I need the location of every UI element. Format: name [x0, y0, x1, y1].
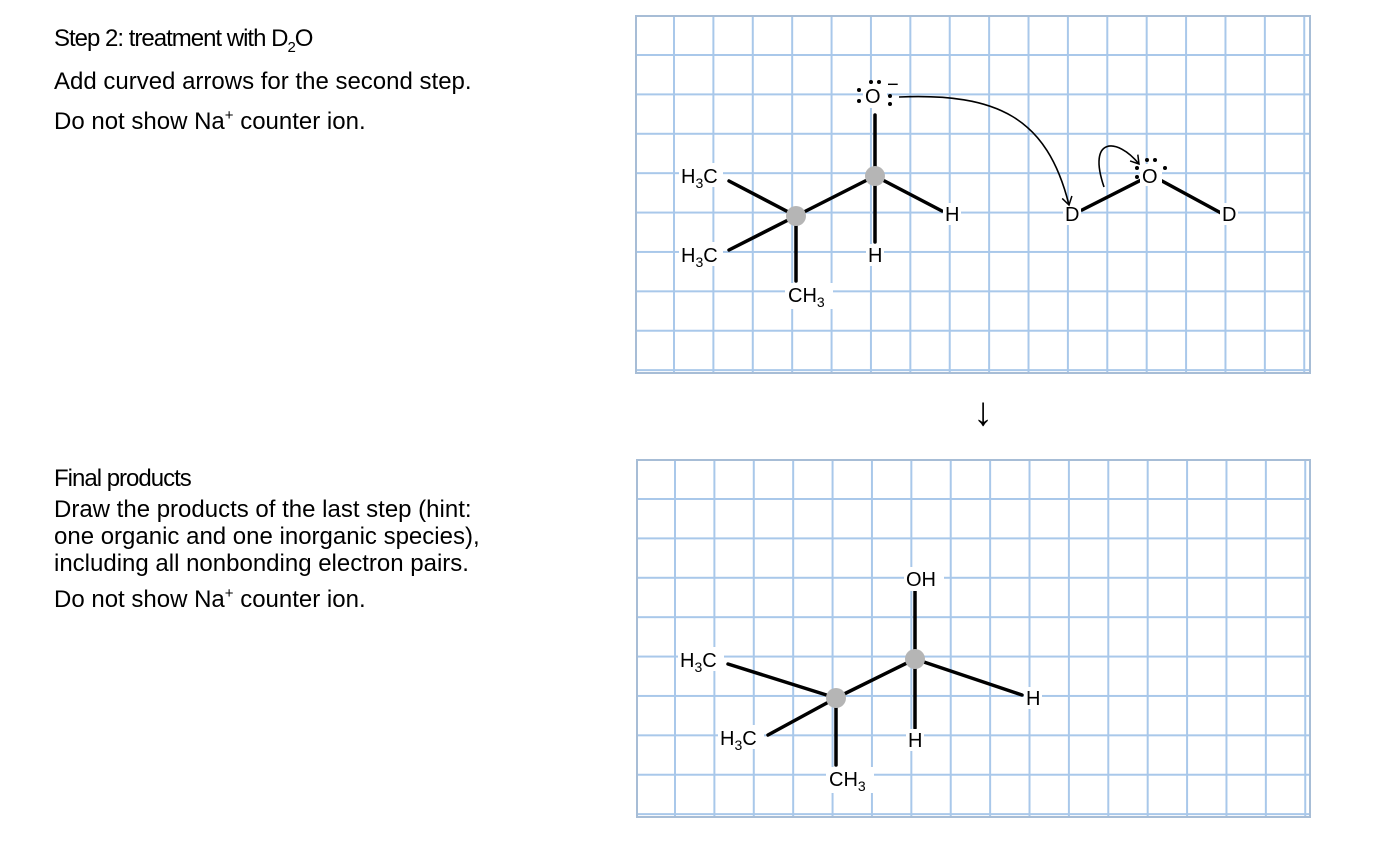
step2-title: Step 2: treatment with D2O: [54, 25, 313, 56]
bond-ch3-lower[interactable]: [727, 214, 798, 252]
water-lone-pairs: [1135, 158, 1167, 179]
label-ch3[interactable]: CH3: [826, 767, 874, 794]
label-h-down[interactable]: H: [866, 244, 884, 267]
svg-text:H: H: [868, 245, 882, 267]
bond-ch3-upper[interactable]: [726, 662, 838, 700]
bond-ch3-upper[interactable]: [727, 179, 798, 218]
label-h3c-upper[interactable]: H3C: [679, 163, 723, 191]
label-h3c-lower[interactable]: H3C: [679, 242, 723, 270]
bond-c-c[interactable]: [794, 174, 877, 218]
bond-c-h-right[interactable]: [913, 657, 1024, 697]
final-molecules: H3C H3C CH3 OH H H: [678, 567, 1042, 794]
reaction-arrow: ↓: [973, 390, 993, 434]
step2-bonds: [727, 113, 1223, 283]
label-h-down[interactable]: H: [906, 729, 924, 752]
svg-text:D: D: [1222, 204, 1236, 226]
label-oh[interactable]: OH: [904, 567, 944, 591]
svg-text:H3C: H3C: [681, 166, 718, 191]
svg-text:H: H: [908, 730, 922, 752]
alkoxide-lone-pairs: [857, 80, 892, 106]
final-text: Final products Draw the products of the …: [54, 462, 480, 617]
label-alkoxide-oxygen[interactable]: O −: [857, 74, 899, 108]
final-bonds: [726, 589, 1024, 767]
svg-text:H: H: [1026, 688, 1040, 710]
step2-instruction: Add curved arrows for the second step.: [54, 67, 472, 95]
quaternary-carbon-marker[interactable]: [786, 206, 806, 226]
label-ch3[interactable]: CH3: [785, 283, 833, 310]
final-products-canvas[interactable]: H3C H3C CH3 OH H H: [636, 459, 1311, 818]
svg-text:O: O: [865, 86, 881, 108]
svg-text:H3C: H3C: [680, 650, 717, 675]
svg-text:H: H: [945, 204, 959, 226]
label-h3c-upper[interactable]: H3C: [678, 647, 724, 675]
final-title: Final products: [54, 465, 192, 492]
svg-text:H3C: H3C: [720, 728, 757, 753]
final-line-3: including all nonbonding electron pairs.: [54, 550, 469, 577]
bond-ch3-lower[interactable]: [766, 696, 838, 737]
carbinol-carbon-marker[interactable]: [905, 649, 925, 669]
bond-c-h-right[interactable]: [873, 174, 944, 213]
label-h-right[interactable]: H: [1024, 687, 1042, 710]
svg-text:D: D: [1065, 204, 1079, 226]
bond-o-d[interactable]: [1149, 173, 1223, 215]
step2-text: Step 2: treatment with D2O Add curved ar…: [54, 22, 472, 139]
final-line-1: Draw the products of the last step (hint…: [54, 496, 472, 523]
bond-c-c[interactable]: [834, 657, 917, 700]
curved-arrow-oxygen-to-deuterium[interactable]: [898, 95, 1073, 207]
step2-note: Do not show Na+ counter ion.: [54, 106, 366, 135]
label-d-right[interactable]: D: [1220, 203, 1238, 226]
label-h3c-lower[interactable]: H3C: [718, 725, 764, 753]
svg-text:H3C: H3C: [681, 245, 718, 270]
final-line-2: one organic and one inorganic species),: [54, 523, 480, 550]
final-note: Do not show Na+ counter ion.: [54, 585, 366, 613]
quaternary-carbon-marker[interactable]: [826, 688, 846, 708]
step2-drawing-canvas[interactable]: H3C H3C CH3 H H O −: [635, 15, 1311, 374]
label-d-left[interactable]: D: [1063, 203, 1081, 226]
svg-text:O: O: [1142, 166, 1158, 188]
svg-text:OH: OH: [906, 569, 936, 591]
label-water-oxygen[interactable]: O: [1135, 158, 1167, 188]
curved-arrow-bond-to-oxygen[interactable]: [1098, 145, 1140, 188]
svg-text:CH3: CH3: [788, 285, 825, 310]
bond-d-o[interactable]: [1080, 173, 1153, 212]
label-h-right[interactable]: H: [943, 203, 961, 226]
negative-charge: −: [887, 74, 899, 96]
alkoxide-carbon-marker[interactable]: [865, 166, 885, 186]
step2-molecules: H3C H3C CH3 H H O −: [679, 74, 1238, 310]
svg-text:CH3: CH3: [829, 769, 866, 794]
